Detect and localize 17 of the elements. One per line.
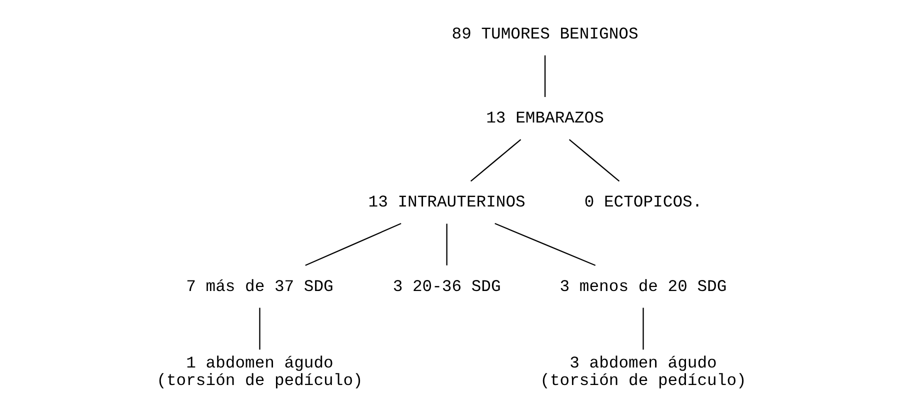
connector	[470, 139, 522, 182]
connector	[494, 222, 596, 266]
node-text: 3 abdomen águdo (torsión de pedículo)	[540, 353, 746, 390]
node-text: 7 más de 37 SDG	[186, 276, 334, 296]
connector	[446, 224, 448, 266]
node-text: 13 INTRAUTERINOS	[368, 192, 526, 212]
connector	[642, 308, 644, 350]
connector	[568, 139, 620, 182]
node-text: 3 20-36 SDG	[392, 276, 501, 296]
connector	[259, 308, 260, 350]
node-text: 13 EMBARAZOS	[486, 108, 604, 128]
connector	[544, 55, 546, 97]
node-text: 3 menos de 20 SDG	[560, 276, 727, 296]
node-text: 0 ECTOPICOS.	[584, 192, 702, 212]
node-text: 1 abdomen águdo (torsión de pedículo)	[156, 353, 363, 390]
node-text: 89 TUMORES BENIGNOS	[452, 24, 638, 44]
connector	[305, 222, 402, 266]
